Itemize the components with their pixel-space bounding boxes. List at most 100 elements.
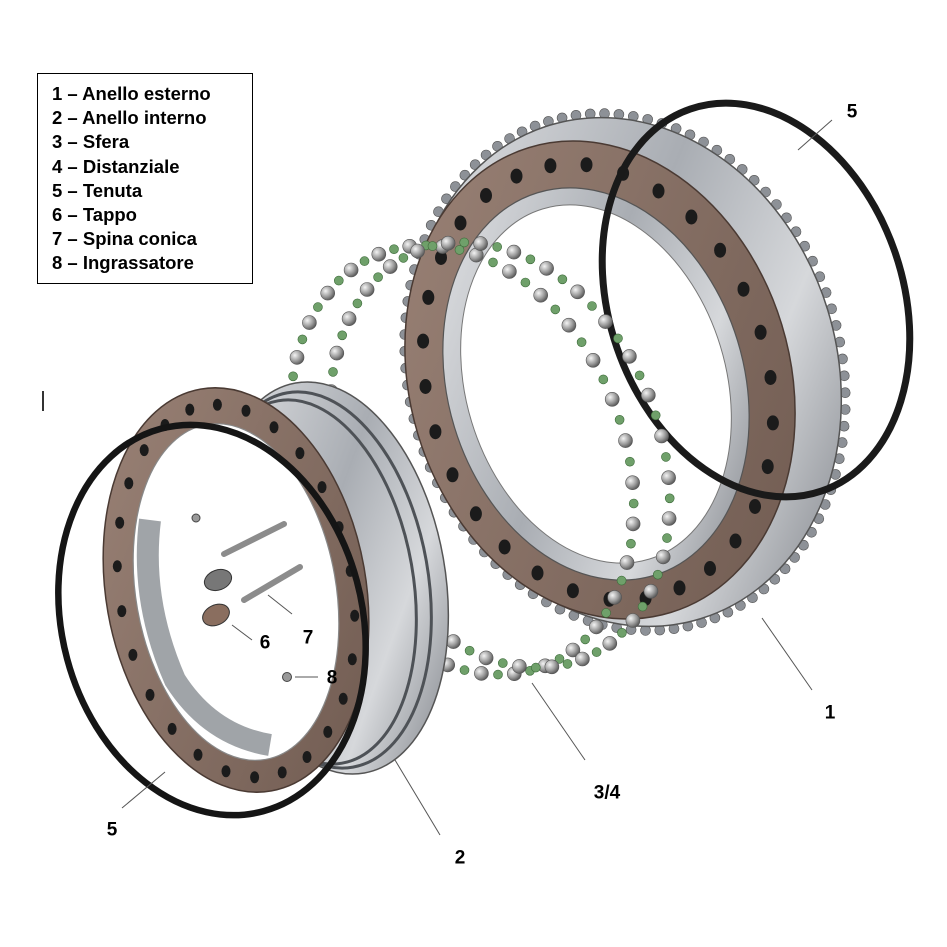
- spacer: [626, 538, 636, 549]
- leader-plug: [231, 624, 253, 641]
- ball: [506, 244, 522, 260]
- spacer: [661, 452, 671, 462]
- ball: [654, 428, 669, 444]
- callout-seal-left: 5: [106, 819, 118, 841]
- bolt-hole: [250, 771, 260, 784]
- spacer: [313, 302, 323, 312]
- ball: [625, 516, 641, 532]
- spacer: [650, 410, 661, 421]
- callout-inner-ring: 2: [454, 847, 466, 869]
- bolt-hole: [167, 722, 177, 735]
- spacer: [652, 569, 663, 580]
- ball: [619, 555, 635, 570]
- ball: [410, 243, 425, 259]
- bolt-hole: [350, 609, 360, 622]
- bolt-hole: [139, 444, 149, 457]
- bolt-hole: [323, 725, 333, 738]
- spacer: [454, 245, 465, 255]
- bolt-hole: [480, 188, 492, 203]
- bolt-hole: [417, 333, 430, 349]
- ball: [473, 236, 488, 251]
- spacer: [613, 333, 623, 344]
- bolt-hole: [277, 766, 287, 779]
- spacer: [497, 658, 508, 668]
- spacer: [328, 367, 338, 377]
- ball: [585, 352, 601, 368]
- ball: [343, 262, 359, 278]
- bolt-hole: [714, 242, 727, 258]
- ball: [588, 619, 604, 635]
- inner-ring: [102, 381, 450, 793]
- bolt-hole: [193, 748, 203, 761]
- bolt-hole: [117, 605, 127, 618]
- ball: [478, 650, 494, 666]
- leader-outer-ring: [761, 617, 813, 691]
- bolt-hole: [317, 481, 327, 494]
- spacer: [530, 662, 541, 673]
- bolt-hole: [185, 403, 195, 416]
- ball: [329, 345, 345, 361]
- ball: [359, 282, 375, 297]
- spacer: [628, 498, 639, 509]
- callout-grease-nipple: 8: [326, 667, 338, 689]
- bolt-hole: [419, 379, 432, 394]
- ball: [539, 261, 554, 276]
- leader-taper-pin: [267, 594, 293, 615]
- spacer: [557, 274, 568, 285]
- bolt-hole: [749, 499, 761, 514]
- bolt-hole: [347, 653, 357, 666]
- spacer: [664, 493, 675, 504]
- spacer: [297, 334, 308, 345]
- spacer: [337, 330, 348, 341]
- callout-seal-right: 5: [846, 101, 858, 123]
- bolt-hole: [128, 648, 138, 661]
- spacer: [492, 242, 503, 252]
- taper-pin-1: [221, 521, 287, 557]
- spacer: [398, 253, 409, 263]
- ball: [341, 311, 357, 327]
- leader-inner-ring: [394, 759, 441, 836]
- spacer: [562, 659, 573, 669]
- spacer: [637, 601, 648, 612]
- ball: [602, 636, 618, 651]
- spacer: [617, 627, 627, 638]
- leader-lines: [121, 119, 833, 836]
- leader-balls: [531, 682, 586, 761]
- ball: [512, 659, 527, 674]
- taper-pin-2: [241, 564, 303, 603]
- grease-nipple-2: [282, 672, 292, 682]
- bolt-hole: [766, 415, 779, 431]
- legend-item-taper-pin: 7 – Spina conica: [52, 228, 197, 250]
- ball: [575, 651, 590, 667]
- bolt-hole: [704, 561, 716, 576]
- spacer: [576, 337, 587, 348]
- bolt-hole: [295, 447, 305, 460]
- bolt-hole: [338, 692, 348, 705]
- ball: [561, 317, 577, 333]
- ball: [655, 549, 671, 565]
- ball: [533, 287, 549, 303]
- seal-left: [55, 421, 369, 819]
- spacer: [464, 645, 475, 656]
- legend-item-spacer: 4 – Distanziale: [52, 155, 180, 177]
- bolt-hole: [454, 215, 467, 231]
- ball: [625, 613, 641, 628]
- bolt-hole: [221, 765, 231, 778]
- outer-ring-bolt-holes: [417, 157, 779, 607]
- ball: [598, 314, 613, 329]
- spacer: [616, 575, 627, 586]
- ball: [625, 475, 640, 491]
- ball: [544, 659, 560, 675]
- ball: [474, 666, 489, 681]
- margin-mark: [42, 391, 44, 411]
- ball: [661, 511, 677, 526]
- bolt-hole: [145, 688, 155, 701]
- callout-balls-spacers: 3/4: [593, 782, 621, 804]
- callout-taper-pin: 7: [302, 627, 314, 649]
- ball: [565, 642, 581, 658]
- bolt-hole: [115, 516, 125, 529]
- spacer: [352, 298, 363, 309]
- spacer: [333, 275, 344, 286]
- ball: [440, 235, 456, 251]
- spacer: [520, 277, 531, 288]
